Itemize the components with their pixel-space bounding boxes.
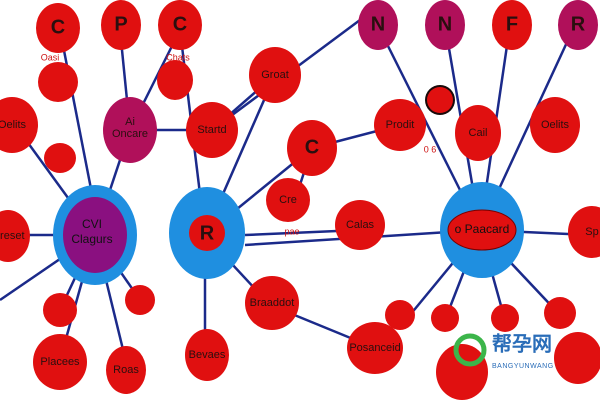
node-top-f[interactable]: F: [492, 0, 532, 50]
node-oelits[interactable]: Oelits: [530, 97, 580, 153]
node-cre[interactable]: Cre: [266, 178, 310, 222]
node-top-c2[interactable]: C: [158, 0, 202, 50]
node-small-5[interactable]: [125, 285, 155, 315]
svg-text:Posanceid: Posanceid: [349, 342, 400, 354]
node-calas[interactable]: Calas: [335, 200, 385, 250]
svg-text:Oreset: Oreset: [0, 230, 25, 242]
node-top-c1[interactable]: C: [36, 3, 80, 53]
node-startd[interactable]: Startd: [186, 102, 238, 158]
node-sp[interactable]: Sp: [568, 206, 600, 258]
node-small-9[interactable]: [491, 304, 519, 332]
node-small-10[interactable]: [544, 297, 576, 329]
node-small-6[interactable]: [43, 293, 77, 327]
node-roas[interactable]: Roas: [106, 346, 146, 394]
watermark-text: 帮孕网: [492, 331, 552, 355]
svg-text:Oncare: Oncare: [112, 128, 148, 140]
svg-text:N: N: [438, 13, 452, 35]
hub-right-label: o Paacard: [455, 222, 510, 236]
node-bottom-large[interactable]: [436, 344, 488, 400]
svg-text:N: N: [371, 13, 385, 35]
node-small-4[interactable]: [44, 143, 76, 173]
node-small-7[interactable]: [385, 300, 415, 330]
svg-text:P: P: [114, 13, 127, 35]
svg-text:Braaddot: Braaddot: [250, 297, 295, 309]
hub-left-line1: CVI: [82, 217, 102, 231]
svg-text:Oelits: Oelits: [0, 119, 27, 131]
node-prodit[interactable]: Prodit: [374, 99, 426, 151]
svg-text:C: C: [173, 13, 187, 35]
svg-text:C: C: [51, 16, 65, 38]
node-cail[interactable]: Cail: [455, 105, 501, 161]
svg-text:Groat: Groat: [261, 69, 289, 81]
svg-text:F: F: [506, 13, 518, 35]
svg-text:Cail: Cail: [469, 127, 488, 139]
node-placees[interactable]: Placees: [33, 334, 87, 390]
hub-middle[interactable]: R: [169, 187, 245, 279]
node-top-n1[interactable]: N: [358, 0, 398, 50]
tag-oasi: Oasi: [41, 52, 60, 62]
svg-text:R: R: [571, 13, 586, 35]
node-posanceid[interactable]: Posanceid: [347, 322, 403, 374]
node-small-3[interactable]: [425, 85, 455, 115]
node-groat[interactable]: Groat: [249, 47, 301, 103]
svg-text:Placees: Placees: [40, 356, 80, 368]
svg-text:Roas: Roas: [113, 364, 139, 376]
hub-right[interactable]: o Paacard: [440, 182, 524, 278]
node-oelits-left[interactable]: Oelits: [0, 97, 38, 153]
node-small-8[interactable]: [431, 304, 459, 332]
svg-text:Bevaes: Bevaes: [189, 349, 226, 361]
node-ai-oncare[interactable]: Ai Oncare: [103, 97, 157, 163]
node-small-1[interactable]: [38, 62, 78, 102]
node-top-r[interactable]: R: [558, 0, 598, 50]
svg-text:Ai: Ai: [125, 116, 135, 128]
node-braaddot[interactable]: Braaddot: [245, 276, 299, 330]
watermark-logo-icon: [453, 333, 487, 367]
watermark: 帮孕网 BANGYUNWANG: [453, 331, 554, 370]
node-top-p[interactable]: P: [101, 0, 141, 50]
svg-text:Calas: Calas: [346, 219, 375, 231]
hub-left-line2: Clagurs: [71, 232, 112, 246]
svg-text:Startd: Startd: [197, 124, 226, 136]
node-bottom-right[interactable]: [554, 332, 600, 384]
small-label-06: 0 6: [424, 144, 437, 154]
hub-left[interactable]: CVI Clagurs: [53, 185, 137, 285]
node-c-mid[interactable]: C: [287, 120, 337, 176]
svg-text:Oelits: Oelits: [541, 119, 570, 131]
hub-middle-label: R: [200, 222, 215, 244]
svg-text:Sp: Sp: [585, 226, 598, 238]
svg-text:C: C: [305, 136, 319, 158]
svg-text:Prodit: Prodit: [386, 119, 415, 131]
svg-text:Cre: Cre: [279, 194, 297, 206]
node-oreset[interactable]: Oreset: [0, 210, 30, 262]
small-label-pae: pae: [284, 226, 299, 236]
node-top-n2[interactable]: N: [425, 0, 465, 50]
watermark-subtext: BANGYUNWANG: [492, 363, 554, 370]
node-small-2[interactable]: [157, 60, 193, 100]
node-bevaes[interactable]: Bevaes: [185, 329, 229, 381]
tag-chats: Chats: [166, 52, 190, 62]
